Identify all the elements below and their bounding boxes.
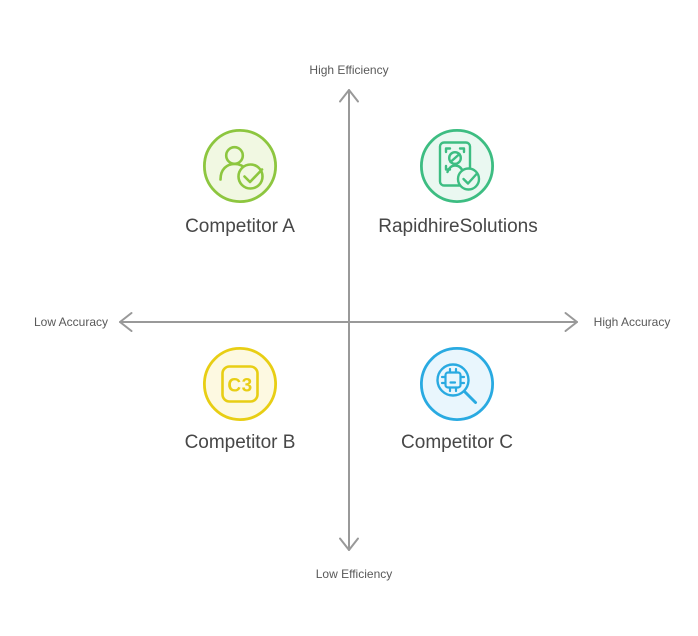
- y-axis-negative-label: Low Efficiency: [315, 567, 393, 581]
- x-axis-positive-label: High Accuracy: [593, 315, 671, 329]
- id-card-check-icon: [420, 129, 494, 203]
- arrow-up-icon: [339, 89, 359, 103]
- x-axis-negative-label: Low Accuracy: [33, 315, 109, 329]
- label-competitor-a: Competitor A: [185, 216, 295, 237]
- chip-magnifier-icon: [420, 347, 494, 421]
- label-competitor-b: Competitor B: [184, 432, 296, 453]
- arrow-right-icon: [564, 312, 578, 332]
- person-check-icon: [203, 129, 277, 203]
- c3-chip-badge-icon: C3: [203, 347, 277, 421]
- arrow-left-icon: [119, 312, 133, 332]
- c3-badge-text: C3: [227, 376, 252, 397]
- arrow-down-icon: [339, 537, 359, 551]
- y-axis-positive-label: High Efficiency: [309, 63, 389, 77]
- label-rapidhiresolutions: RapidhireSolutions: [378, 216, 538, 237]
- label-competitor-c: Competitor C: [401, 432, 513, 453]
